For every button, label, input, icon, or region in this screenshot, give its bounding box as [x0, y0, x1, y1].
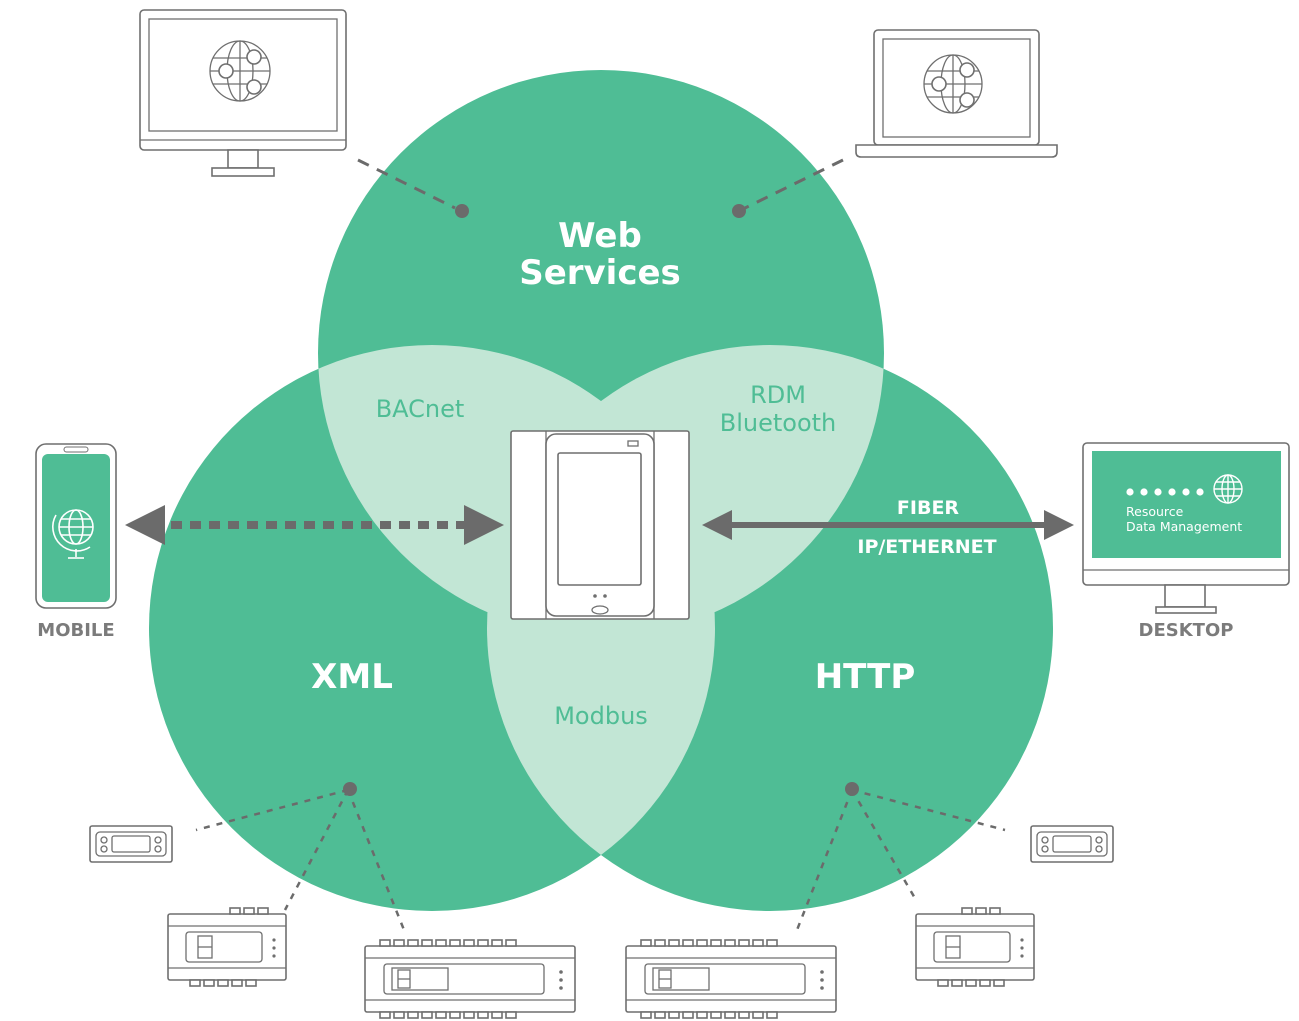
thermostat-left [89, 825, 173, 863]
din-controller-large-left [364, 939, 576, 1019]
xml-label: XML [311, 657, 393, 697]
bacnet-label: BACnet [376, 395, 465, 423]
desktop-monitor-right: Resource Data Management [1082, 442, 1290, 614]
din-controller-large-right [625, 939, 837, 1019]
desktop-screen-line1: Resource [1126, 504, 1184, 519]
bluetooth-label: Bluetooth [720, 409, 837, 437]
mobile-label: MOBILE [37, 620, 114, 641]
connector-dot-http [845, 782, 859, 796]
ip-ethernet-label: IP/ETHERNET [857, 536, 996, 558]
modbus-label: Modbus [554, 702, 648, 730]
connector-dot-top-right [732, 204, 746, 218]
desktop-screen-line2: Data Management [1126, 519, 1242, 534]
fiber-label: FIBER [897, 497, 960, 519]
desktop-screen [1092, 451, 1281, 558]
progress-dots [1126, 488, 1204, 496]
laptop-top-right [855, 29, 1058, 158]
dashed-connectors [357, 158, 844, 210]
mobile-phone [35, 443, 117, 609]
web-services-label-line1: Web [558, 216, 642, 256]
din-controller-small-right [915, 907, 1035, 987]
controller-device [510, 430, 690, 620]
bottom-connectors [195, 788, 1006, 931]
connector-dot-xml [343, 782, 357, 796]
monitor-top-left [139, 9, 347, 177]
globe-network-icon [209, 40, 271, 102]
globe-stand-icon [52, 509, 94, 559]
web-services-label-line2: Services [519, 253, 681, 293]
connector-dot-top-left [455, 204, 469, 218]
mobile-screen [42, 454, 110, 602]
globe-icon [1213, 474, 1243, 504]
thermostat-right [1030, 825, 1114, 863]
din-controller-small-left [167, 907, 287, 987]
globe-network-icon [923, 54, 983, 114]
desktop-label: DESKTOP [1139, 620, 1234, 641]
http-label: HTTP [815, 657, 916, 697]
rdm-label: RDM [750, 381, 806, 409]
